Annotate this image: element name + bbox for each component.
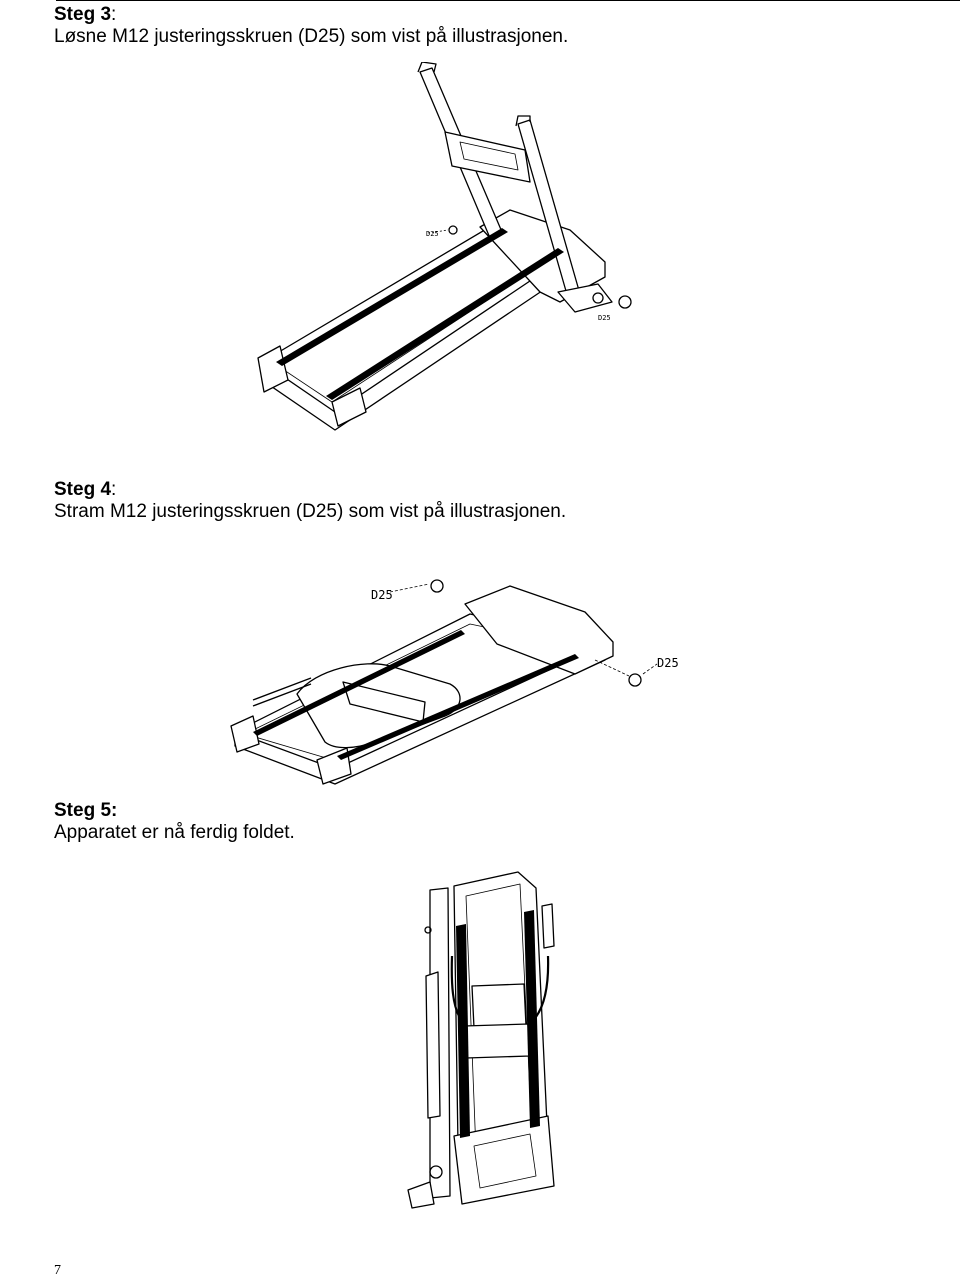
step-3-title: Steg 3 xyxy=(54,4,112,25)
treadmill-folded-illustration xyxy=(407,871,555,1209)
figure-step-5 xyxy=(400,866,570,1211)
d25-callout-right: D25 xyxy=(657,656,679,670)
treadmill-flat-illustration: D25 D25 xyxy=(230,579,679,785)
step-3-colon: : xyxy=(111,4,117,25)
top-rule xyxy=(56,0,960,1)
step-4-colon: : xyxy=(111,479,117,500)
figure-step-3: D25 D25 xyxy=(240,62,650,432)
step-4: Steg 4: Stram M12 justeringsskruen (D25)… xyxy=(54,479,566,523)
step-3-text: Løsne M12 justeringsskruen (D25) som vis… xyxy=(54,26,569,47)
d25-callout-top: D25 xyxy=(426,230,439,238)
d25-callout-left: D25 xyxy=(371,588,393,602)
step-3: Steg 3: Løsne M12 justeringsskruen (D25)… xyxy=(54,4,568,48)
treadmill-upright-illustration: D25 D25 xyxy=(257,62,632,431)
step-5-text: Apparatet er nå ferdig foldet. xyxy=(54,822,295,843)
d25-callout-bottom: D25 xyxy=(598,314,611,322)
step-4-title: Steg 4 xyxy=(54,479,112,500)
step-4-text: Stram M12 justeringsskruen (D25) som vis… xyxy=(54,501,567,522)
step-5: Steg 5: Apparatet er nå ferdig foldet. xyxy=(54,800,295,844)
page-number: 7 xyxy=(54,1263,61,1278)
figure-step-4: D25 D25 xyxy=(225,574,700,789)
step-5-title: Steg 5: xyxy=(54,800,118,821)
